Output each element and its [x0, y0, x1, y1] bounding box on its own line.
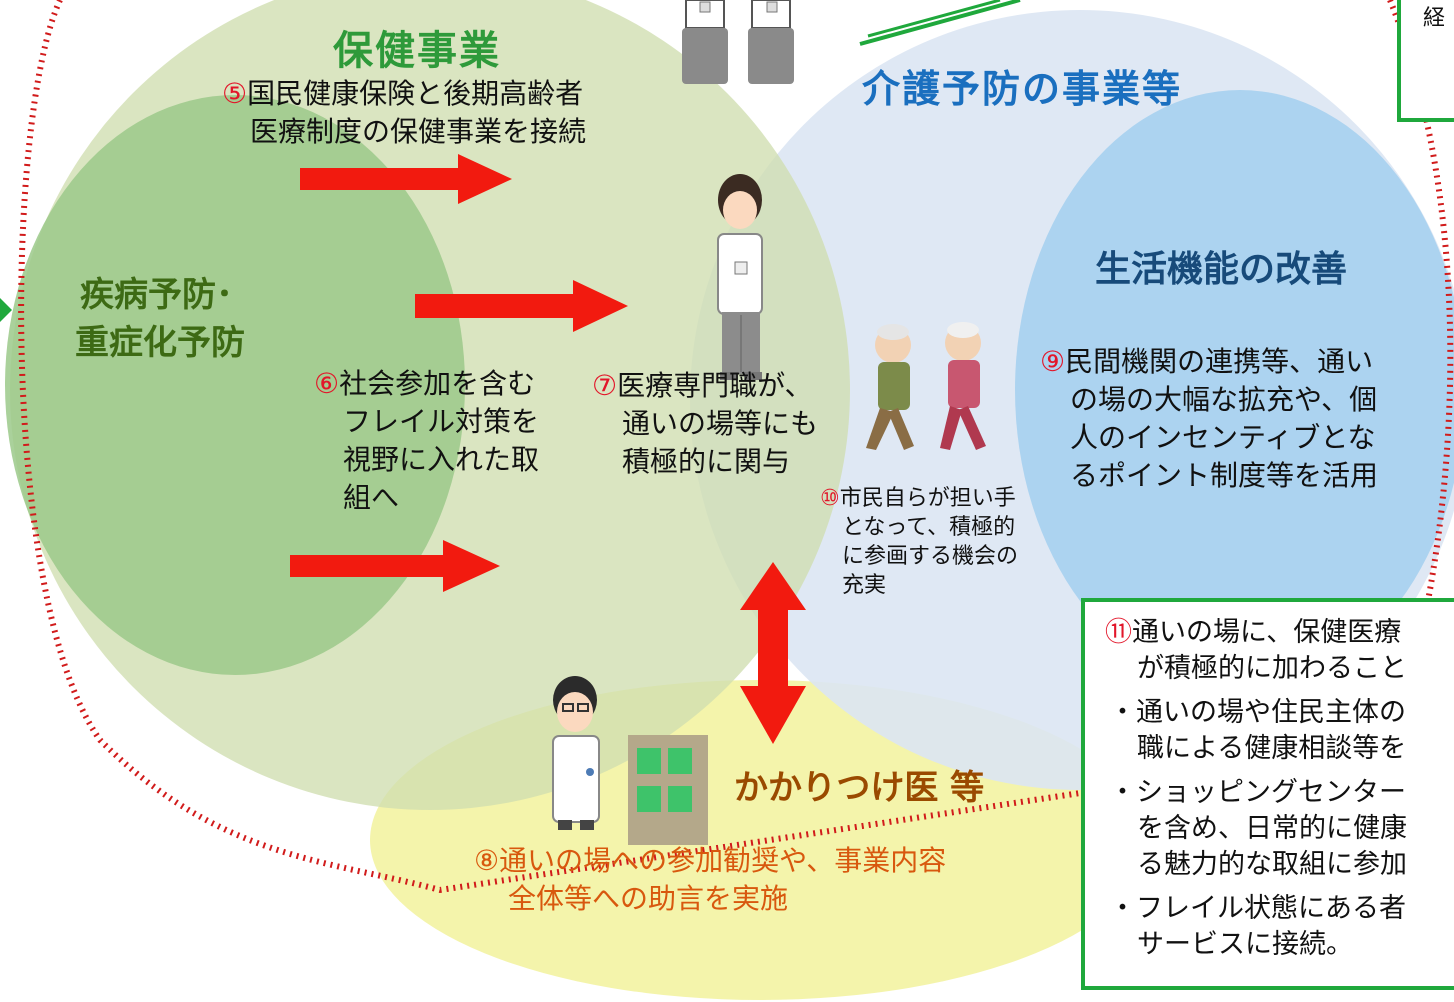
- elderly-walkers-illustration: [866, 322, 986, 450]
- doctor-illustration: [552, 676, 600, 830]
- item8-line1: ⑧通いの場への参加勧奨や、事業内容: [474, 844, 947, 877]
- arrow-2: [415, 280, 628, 332]
- left-marker: [0, 298, 12, 322]
- item10-line1: ⑩市民自らが担い手: [820, 486, 1016, 511]
- bullet1-line1: ・通いの場や住民主体の: [1109, 697, 1406, 728]
- item7-line2: 通いの場等にも: [622, 407, 819, 440]
- arrow-3: [290, 540, 500, 592]
- item6-line4: 組へ: [343, 481, 400, 514]
- item10-line2: となって、積極的: [842, 515, 1016, 540]
- item5-line2: 医療制度の保健事業を接続: [250, 115, 587, 148]
- item9-number: ⑨: [1040, 345, 1066, 378]
- bullet1-line2: 職による健康相談等を: [1137, 733, 1407, 764]
- item6-line1: ⑥社会参加を含む: [314, 367, 536, 400]
- kakaritsuke-title: かかりつけ医 等: [734, 768, 985, 808]
- item10-line3: に参画する機会の: [842, 544, 1019, 569]
- bullet3-line1: ・フレイル状態にある者: [1109, 893, 1406, 924]
- seikatsu-circle: [1015, 90, 1454, 690]
- top-right-note-box: 経: [1397, 0, 1454, 122]
- staff-figures-top: [682, 0, 794, 84]
- arrow-1: [300, 154, 512, 204]
- shippei-title-line1: 疾病予防･: [80, 275, 233, 315]
- item7-line3: 積極的に関与: [622, 445, 791, 478]
- connector-line-top-2: [867, 0, 1001, 38]
- item8-line2: 全体等への助言を実施: [508, 882, 789, 915]
- shippei-circle: [5, 95, 465, 675]
- item9-line1: ⑨民間機関の連携等、通い: [1040, 345, 1374, 378]
- hospital-building-illustration: [628, 735, 708, 845]
- item9-line4: るポイント制度等を活用: [1070, 459, 1379, 492]
- item5-line1: ⑤国民健康保険と後期高齢者: [222, 77, 584, 110]
- nurse-illustration: [717, 174, 763, 380]
- item6-number: ⑥: [314, 367, 340, 400]
- seikatsu-title: 生活機能の改善: [1095, 249, 1348, 290]
- bullet2-line1: ・ショッピングセンター: [1109, 777, 1406, 808]
- item8-number: ⑧: [474, 844, 500, 877]
- right-note-box: ⑪通いの場に、保健医療 が積極的に加わること ・通いの場や住民主体の 職による健…: [1081, 598, 1454, 990]
- item11-number: ⑪: [1105, 617, 1132, 648]
- bullet3-line2: サービスに接続。: [1137, 929, 1353, 960]
- item11-line1: ⑪通いの場に、保健医療: [1105, 617, 1402, 648]
- top-box-text: 経: [1423, 6, 1446, 31]
- item6-line2: フレイル対策を: [343, 405, 540, 438]
- shippei-title-line2: 重症化予防: [75, 323, 245, 363]
- item6-line3: 視野に入れた取: [343, 443, 540, 476]
- item11-line2: が積極的に加わること: [1137, 653, 1407, 684]
- item9-line2: の場の大幅な拡充や、個: [1070, 383, 1378, 416]
- connector-line-top: [859, 0, 1021, 46]
- item10-number: ⑩: [820, 486, 840, 511]
- item5-number: ⑤: [222, 77, 248, 110]
- item7-line1: ⑦医療専門職が、: [592, 369, 813, 402]
- item10-line4: 充実: [842, 573, 887, 598]
- bullet2-line3: る魅力的な取組に参加: [1137, 849, 1407, 880]
- bullet2-line2: を含め、日常的に健康: [1137, 813, 1407, 844]
- double-arrow-vertical: [740, 562, 806, 744]
- hoken-title: 保健事業: [333, 28, 501, 74]
- kaigo-title: 介護予防の事業等: [862, 67, 1183, 111]
- item9-line3: 人のインセンティブとな: [1070, 421, 1376, 454]
- item7-number: ⑦: [592, 369, 618, 402]
